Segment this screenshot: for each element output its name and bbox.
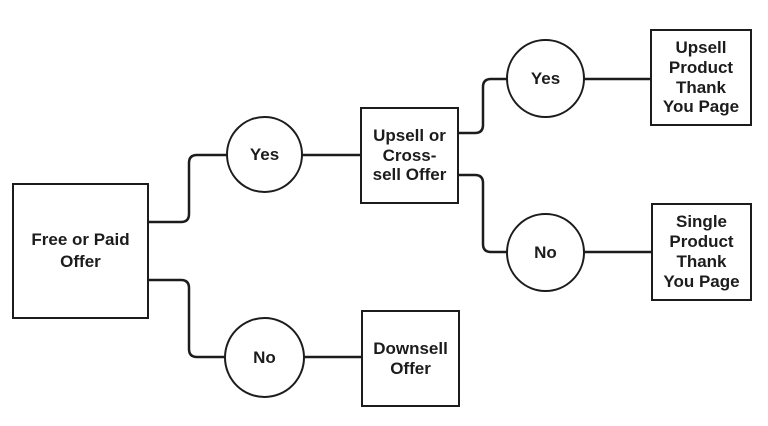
- node-single-product-thank-you-page: Single Product Thank You Page: [651, 203, 752, 301]
- edge-free-paid-to-no-1: [148, 278, 226, 359]
- decision-node-no-2: No: [506, 213, 585, 292]
- node-free-or-paid-offer: Free or Paid Offer: [12, 183, 149, 319]
- decision-node-yes-2: Yes: [506, 39, 585, 118]
- node-upsell-or-cross-sell-offer: Upsell or Cross- sell Offer: [360, 107, 459, 204]
- edge-upsell-cross-to-no-2: [458, 173, 507, 254]
- decision-node-yes-1: Yes: [226, 116, 303, 193]
- edge-upsell-cross-to-yes-2: [458, 77, 507, 135]
- node-upsell-product-thank-you-page: Upsell Product Thank You Page: [650, 29, 752, 126]
- edge-free-paid-to-yes-1: [148, 153, 227, 224]
- decision-node-no-1: No: [224, 317, 305, 398]
- node-downsell-offer: Downsell Offer: [361, 310, 460, 407]
